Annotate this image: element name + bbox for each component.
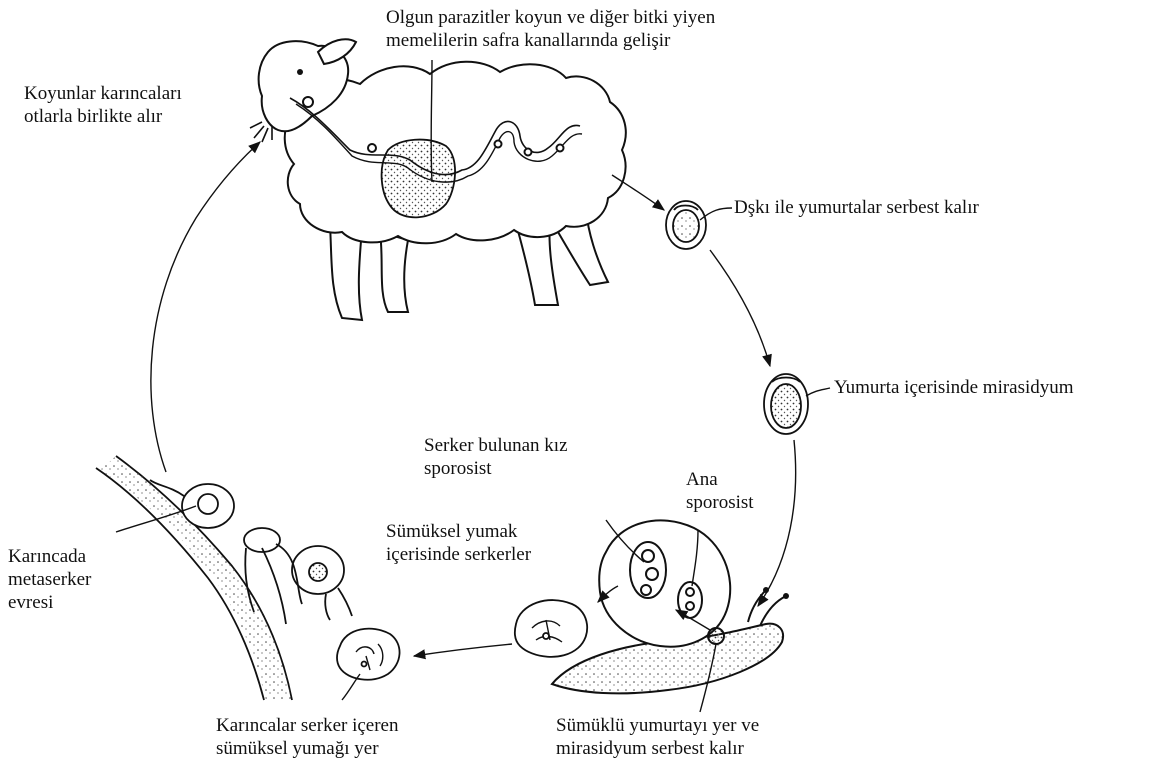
leader-miracidium xyxy=(806,388,830,396)
egg-with-miracidium-illustration xyxy=(764,374,808,434)
label-sheep-eat-ants-line-2: otlarla birlikte alır xyxy=(24,105,182,128)
arrow-slime-to-ant xyxy=(414,644,512,656)
label-miracidium-in-egg: Yumurta içerisinde mirasidyum xyxy=(834,376,1074,399)
label-adult-parasites: Olgun parazitler koyun ve diğer bitki yi… xyxy=(386,6,715,52)
label-sheep-eat-ants: Koyunlar karıncaları otlarla birlikte al… xyxy=(24,82,182,128)
arrow-egg-to-miracidium xyxy=(710,250,770,366)
label-mother-sporocyst-line-2: sporosist xyxy=(686,491,754,514)
label-ants-eat-slime: Karıncalar serker içeren sümüksel yumağı… xyxy=(216,714,399,760)
label-adult-parasites-line-2: memelilerin safra kanallarında gelişir xyxy=(386,29,715,52)
arrow-ant-to-sheep xyxy=(151,142,260,472)
arrow-sheep-to-egg xyxy=(612,175,664,210)
label-ant-metacercaria-line-1: Karıncada xyxy=(8,545,91,568)
sheep-illustration xyxy=(250,39,626,320)
label-snail-eats-egg: Sümüklü yumurtayı yer ve mirasidyum serb… xyxy=(556,714,759,760)
snail-illustration xyxy=(552,520,789,693)
egg-in-feces-illustration xyxy=(666,201,706,249)
label-snail-eats-egg-line-1: Sümüklü yumurtayı yer ve xyxy=(556,714,759,737)
leader-adult-parasites xyxy=(431,60,432,182)
label-ant-metacercaria-line-3: evresi xyxy=(8,591,91,614)
label-snail-eats-egg-line-2: mirasidyum serbest kalır xyxy=(556,737,759,760)
label-ants-eat-slime-line-2: sümüksel yumağı yer xyxy=(216,737,399,760)
slime-ball-ant-illustration xyxy=(337,629,400,680)
label-daughter-sporocyst-line-1: Serker bulunan kız xyxy=(424,434,568,457)
label-eggs-released: Dşkı ile yumurtalar serbest kalır xyxy=(734,196,979,219)
label-slime-ball-cercariae-line-2: içerisinde serkerler xyxy=(386,543,531,566)
label-miracidium-in-egg-line-1: Yumurta içerisinde mirasidyum xyxy=(834,376,1074,399)
arrow-miracidium-to-snail xyxy=(758,440,796,606)
label-slime-ball-cercariae-line-1: Sümüksel yumak xyxy=(386,520,531,543)
label-daughter-sporocyst: Serker bulunan kız sporosist xyxy=(424,434,568,480)
label-mother-sporocyst-line-1: Ana xyxy=(686,468,754,491)
ant-on-grass-illustration xyxy=(96,456,352,700)
label-eggs-released-line-1: Dşkı ile yumurtalar serbest kalır xyxy=(734,196,979,219)
label-slime-ball-cercariae: Sümüksel yumak içerisinde serkerler xyxy=(386,520,531,566)
label-adult-parasites-line-1: Olgun parazitler koyun ve diğer bitki yi… xyxy=(386,6,715,29)
label-mother-sporocyst: Ana sporosist xyxy=(686,468,754,514)
label-ant-metacercaria-line-2: metaserker xyxy=(8,568,91,591)
label-sheep-eat-ants-line-1: Koyunlar karıncaları xyxy=(24,82,182,105)
label-daughter-sporocyst-line-2: sporosist xyxy=(424,457,568,480)
leader-ants-eat-slime xyxy=(342,674,360,700)
label-ants-eat-slime-line-1: Karıncalar serker içeren xyxy=(216,714,399,737)
label-ant-metacercaria: Karıncada metaserker evresi xyxy=(8,545,91,614)
slime-ball-illustration xyxy=(515,600,587,657)
